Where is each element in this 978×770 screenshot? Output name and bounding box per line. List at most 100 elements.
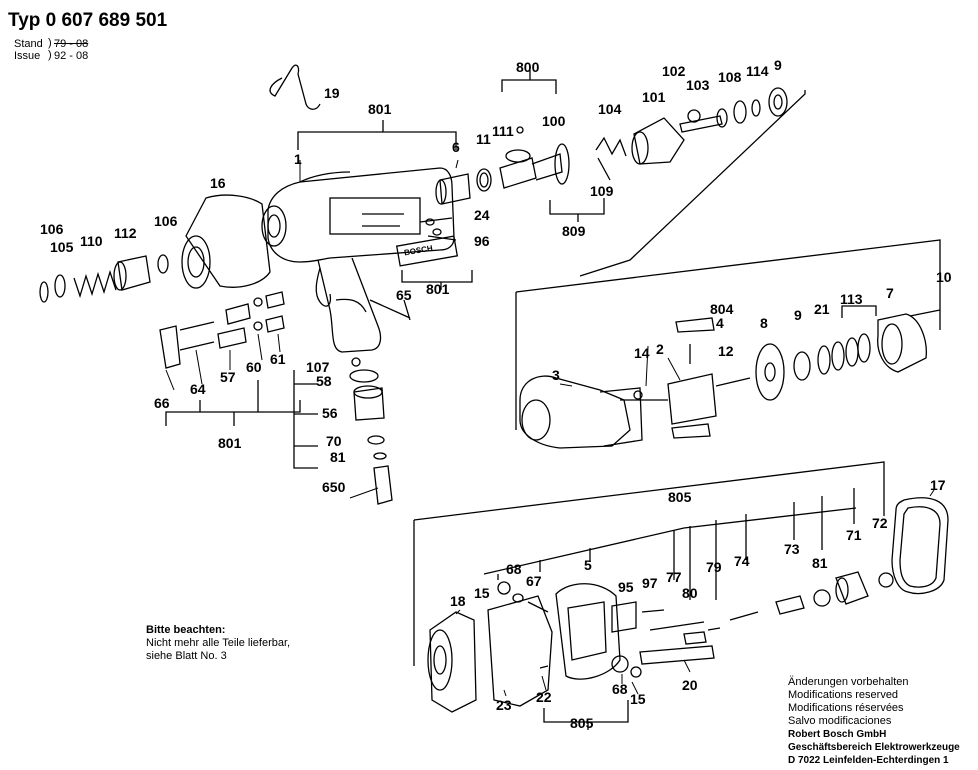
part-label-22: 22 (536, 689, 552, 705)
group-bracket-801-mid (401, 270, 473, 283)
valve-parts (159, 291, 285, 369)
part-label-113: 113 (840, 291, 863, 307)
part-label-809: 809 (562, 223, 586, 239)
footer-line-4: Salvo modificaciones (788, 715, 892, 727)
note-heading: Bitte beachten: (146, 624, 226, 636)
part-label-65: 65 (396, 287, 412, 303)
stand-label: Stand (14, 38, 43, 50)
part-label-12: 12 (718, 343, 734, 359)
group-bracket-801-bottom (165, 400, 301, 426)
part-label-114: 114 (746, 63, 769, 79)
part-label-20: 20 (682, 677, 698, 693)
part-label-10: 10 (936, 269, 952, 285)
part-label-19: 19 (324, 85, 340, 101)
group-bracket-113 (841, 305, 877, 318)
part-label-107: 107 (306, 359, 330, 375)
part-label-105: 105 (50, 239, 74, 255)
inlet-parts (293, 357, 393, 505)
part-label-5: 5 (584, 557, 592, 573)
part-label-15-top: 15 (474, 585, 490, 601)
note-line-1: Nicht mehr alle Teile lieferbar, (146, 637, 291, 649)
part-label-104: 104 (598, 101, 622, 117)
spring-clip-19 (269, 64, 321, 110)
part-label-102: 102 (662, 63, 686, 79)
part-label-1: 1 (294, 151, 302, 167)
group-bracket-801-top (297, 131, 457, 150)
part-label-60: 60 (246, 359, 262, 375)
part-label-67: 67 (526, 573, 542, 589)
part-label-64: 64 (190, 381, 206, 397)
part-label-805-top: 805 (668, 489, 692, 505)
part-label-97: 97 (642, 575, 658, 591)
frame-upper-right (579, 90, 806, 277)
part-label-8: 8 (760, 315, 768, 331)
right-upper-parts (435, 87, 788, 205)
part-label-106-right: 106 (154, 213, 178, 229)
part-label-801-top: 801 (368, 101, 392, 117)
part-label-4: 4 (716, 315, 724, 331)
leader-24 (419, 217, 453, 223)
footer-company-1: Robert Bosch GmbH (788, 729, 887, 740)
part-label-66: 66 (154, 395, 170, 411)
part-label-68-bottom: 68 (612, 681, 628, 697)
inlet-bracket (293, 370, 318, 469)
part-label-72: 72 (872, 515, 888, 531)
part-label-801-bottom: 801 (218, 435, 242, 451)
motor-parts (519, 309, 941, 449)
part-label-3: 3 (552, 367, 560, 383)
part-label-800: 800 (516, 59, 540, 75)
group-bracket-805-bottom (543, 700, 629, 723)
part-label-24: 24 (474, 207, 490, 223)
part-label-108: 108 (718, 69, 742, 85)
footer-line-3: Modifications réservées (788, 702, 904, 714)
part-label-112: 112 (114, 225, 137, 241)
part-label-111: 111 (492, 123, 514, 139)
part-label-56: 56 (322, 405, 338, 421)
part-label-68-top: 68 (506, 561, 522, 577)
part-label-58: 58 (316, 373, 332, 389)
part-label-15-bottom: 15 (630, 691, 646, 707)
part-label-804: 804 (710, 301, 734, 317)
note-block: Bitte beachten: Nicht mehr alle Teile li… (146, 624, 290, 663)
part-label-21: 21 (814, 301, 830, 317)
footer-line-2: Modifications reserved (788, 689, 899, 701)
issue-value: 92 - 08 (54, 50, 89, 62)
part-label-77: 77 (666, 569, 682, 585)
part-label-16: 16 (210, 175, 226, 191)
part-label-2: 2 (656, 341, 664, 357)
document-title: Typ 0 607 689 501 (8, 10, 168, 31)
part-label-17: 17 (930, 477, 946, 493)
footer-company-3: D 7022 Leinfelden-Echterdingen 1 (788, 755, 949, 766)
part-label-71: 71 (846, 527, 862, 543)
part-label-57: 57 (220, 369, 236, 385)
frame-lower-top (413, 461, 885, 521)
part-label-106-left: 106 (40, 221, 64, 237)
part-label-110: 110 (80, 233, 103, 249)
part-label-18: 18 (450, 593, 466, 609)
footer-company-2: Geschäftsbereich Elektrowerkzeuge (788, 742, 960, 753)
part-label-14: 14 (634, 345, 650, 361)
footer-block: Änderungen vorbehalten Modifications res… (788, 676, 960, 767)
part-label-96: 96 (474, 233, 490, 249)
motor-housing-1 (261, 167, 455, 353)
spring-parts (39, 254, 169, 303)
part-label-73: 73 (784, 541, 800, 557)
brand-plate-96 (395, 235, 459, 267)
part-label-805-bottom: 805 (570, 715, 594, 731)
part-label-7: 7 (886, 285, 894, 301)
part-label-6: 6 (452, 139, 460, 155)
part-label-101: 101 (642, 89, 666, 105)
part-label-81-upper: 81 (330, 449, 346, 465)
part-label-650: 650 (322, 479, 346, 495)
part-label-103: 103 (686, 77, 710, 93)
nose-cover-16 (181, 194, 271, 289)
group-bracket-800 (501, 79, 557, 94)
part-label-61: 61 (270, 351, 286, 367)
issue-separator: ) (48, 49, 52, 61)
part-label-80: 80 (682, 585, 698, 601)
part-label-95: 95 (618, 579, 634, 595)
stand-value: 79 - 08 (54, 38, 89, 50)
stand-separator: ) (48, 37, 52, 49)
